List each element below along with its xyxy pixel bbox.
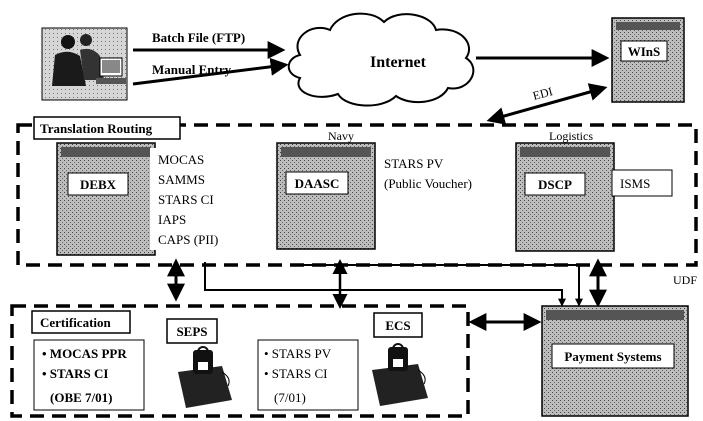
certification-box [10,304,470,418]
debx-system-item: MOCAS [158,152,204,167]
cert-mid-item: (7/01) [274,390,306,405]
debx-server: DEBX [56,142,156,256]
dscp-label: DSCP [538,177,572,192]
debx-systems-list: MOCAS SAMMS STARS CI IAPS CAPS (PII) [150,148,254,250]
seps-label: SEPS [176,324,207,339]
debx-system-item: CAPS (PII) [158,232,218,247]
certification-left-list: • MOCAS PPR • STARS CI (OBE 7/01) [33,339,145,411]
debx-system-item: IAPS [158,212,186,227]
daasc-system-item: STARS PV [384,156,444,171]
wins-label: WInS [628,44,661,59]
dscp-system-item: ISMS [620,176,650,191]
batch-file-label: Batch File (FTP) [152,30,245,45]
daasc-label: DAASC [295,176,340,191]
daasc-payment-connector [292,264,583,307]
payment-systems-server: Payment Systems [541,305,689,417]
manual-entry-label: Manual Entry [152,62,232,77]
certification-title: Certification [40,315,112,330]
cert-mid-item: • STARS CI [264,366,327,381]
daasc-system-item: (Public Voucher) [384,176,472,191]
debx-payment-connector [204,262,566,307]
ecs-secure-phone-icon [372,343,428,406]
manual-entry-arrow [132,57,289,86]
certification-mid-list: • STARS PV • STARS CI (7/01) [257,339,359,411]
isms-box [611,169,673,197]
seps-label-box [166,318,218,344]
dscp-server: DSCP [515,142,615,252]
cert-mid-item: • STARS PV [264,346,332,361]
edi-arrow [486,83,608,125]
certification-title-box [31,310,131,334]
translation-routing-title: Translation Routing [40,121,153,136]
payment-systems-label: Payment Systems [564,349,661,364]
users-at-workstation-illustration [41,27,128,101]
udf-label: UDF [673,273,697,287]
seps-secure-phone-icon [178,346,232,408]
navy-label: Navy [328,129,354,143]
wins-server: WInS [611,17,685,103]
debx-label: DEBX [80,177,117,192]
cert-left-item: (OBE 7/01) [50,390,112,405]
internet-label: Internet [370,54,427,71]
daasc-server: DAASC [276,142,376,250]
ecs-label: ECS [385,318,410,333]
cert-left-item: • STARS CI [42,366,108,381]
translation-routing-title-box [33,116,181,140]
ecs-label-box [373,312,423,338]
debx-system-item: SAMMS [158,172,205,187]
logistics-label: Logistics [549,129,593,143]
cert-left-item: • MOCAS PPR [42,346,127,361]
debx-system-item: STARS CI [158,192,214,207]
internet-cloud: Internet [287,12,475,107]
edi-label: EDI [531,84,554,103]
